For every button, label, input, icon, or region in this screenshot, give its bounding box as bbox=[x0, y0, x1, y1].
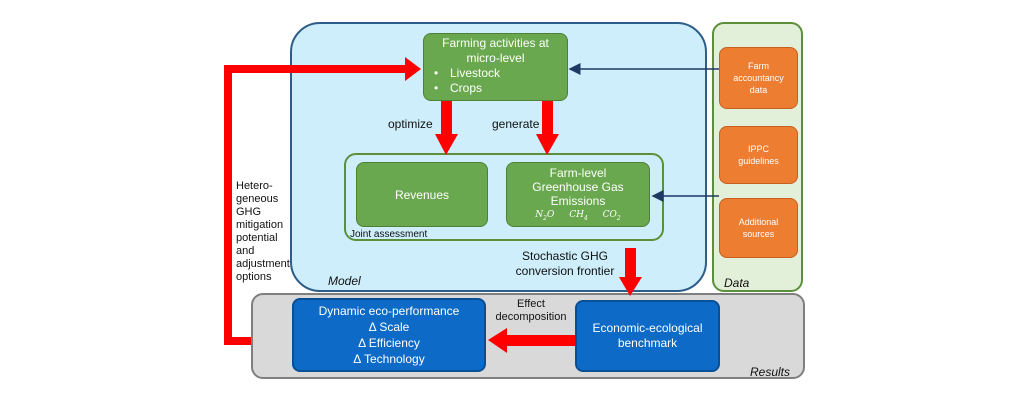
frontier-label: Stochastic GHG conversion frontier bbox=[515, 249, 615, 278]
farming-item-livestock: •Livestock bbox=[434, 66, 501, 80]
effect-decomposition-label: Effect decomposition bbox=[495, 298, 567, 323]
farming-title-line1: Farming activities at bbox=[442, 36, 549, 50]
benchmark-box: Economic-ecological benchmark bbox=[575, 300, 720, 372]
gas-co2: CO2 bbox=[602, 210, 621, 222]
data-source-ippc: IPPC guidelines bbox=[719, 126, 798, 184]
feedback-label: Hetero- geneous GHG mitigation potential… bbox=[236, 180, 290, 283]
farming-item-crops: •Crops bbox=[434, 81, 483, 95]
results-panel-label: Results bbox=[750, 365, 791, 379]
data-source-additional: Additional sources bbox=[719, 198, 798, 258]
bullet-icon: • bbox=[434, 81, 439, 95]
revenues-box: Revenues bbox=[356, 162, 488, 227]
delta-technology: Δ Technology bbox=[353, 352, 425, 366]
data-source-farm-accountancy: Farm accountancy data bbox=[719, 47, 798, 109]
joint-assessment-label: Joint assessment bbox=[350, 229, 428, 240]
gas-formulas: N2O CH4 CO2 bbox=[507, 210, 649, 222]
emissions-line2: Greenhouse Gas bbox=[532, 180, 624, 194]
generate-label: generate bbox=[492, 117, 540, 131]
farming-activities-box: Farming activities at micro-level •Lives… bbox=[423, 33, 568, 101]
bullet-icon: • bbox=[434, 66, 439, 80]
model-panel-label: Model bbox=[328, 274, 361, 288]
data-panel-label: Data bbox=[724, 276, 750, 290]
revenues-label: Revenues bbox=[394, 187, 450, 202]
emissions-line1: Farm-level bbox=[549, 166, 607, 180]
optimize-label: optimize bbox=[388, 117, 433, 131]
gas-ch4: CH4 bbox=[569, 210, 588, 222]
eco-performance-box: Dynamic eco-performance Δ Scale Δ Effici… bbox=[292, 298, 486, 372]
gas-n2o: N2O bbox=[535, 210, 555, 222]
delta-scale: Δ Scale bbox=[368, 320, 410, 334]
eco-performance-title: Dynamic eco-performance bbox=[318, 304, 460, 318]
emissions-line3: Emissions bbox=[550, 194, 606, 208]
emissions-box: Farm-level Greenhouse Gas Emissions N2O … bbox=[506, 162, 650, 227]
farming-title-line2: micro-level bbox=[466, 51, 525, 65]
delta-efficiency: Δ Efficiency bbox=[358, 336, 420, 350]
